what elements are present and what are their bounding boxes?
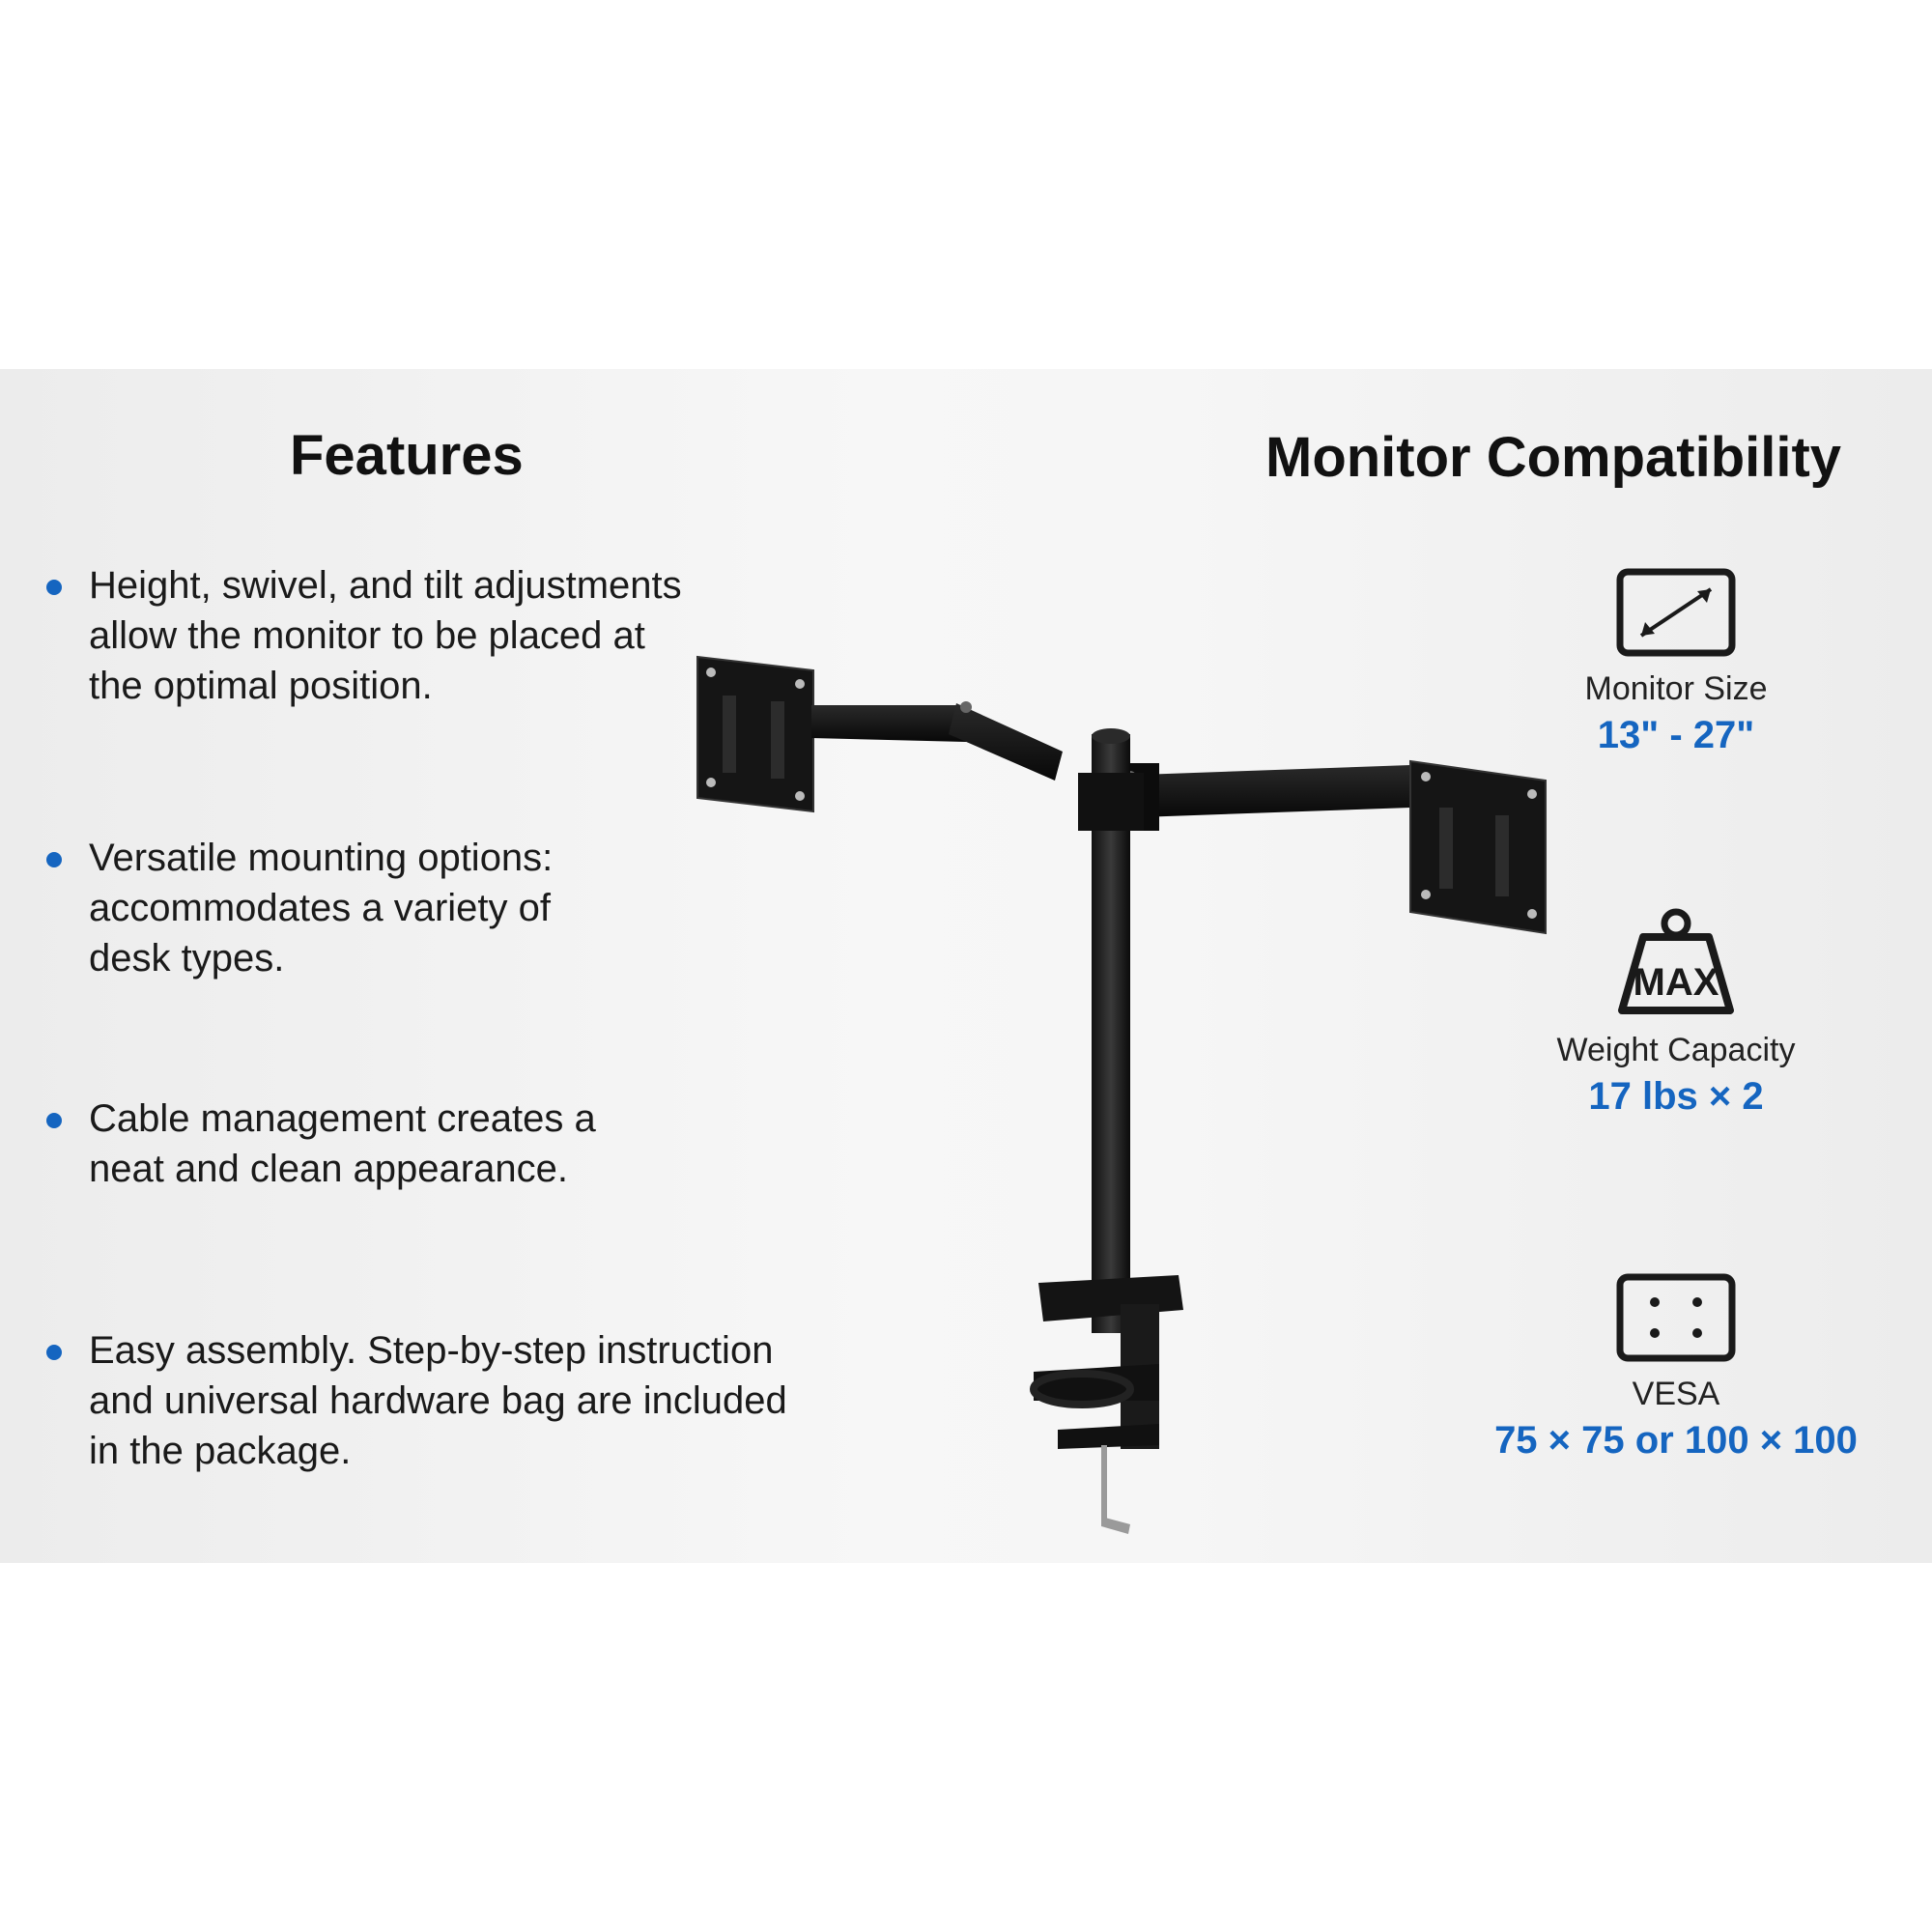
right-vesa-plate — [1409, 759, 1547, 935]
desk-clamp — [1030, 1275, 1183, 1534]
spec-value: 17 lbs × 2 — [1588, 1075, 1764, 1118]
spec-value: 75 × 75 or 100 × 100 — [1494, 1419, 1858, 1462]
spec-label: Weight Capacity — [1556, 1032, 1796, 1068]
spec-value: 13" - 27" — [1597, 714, 1755, 756]
spec-weight-capacity: MAX Weight Capacity 17 lbs × 2 — [1478, 906, 1874, 1119]
compatibility-heading: Monitor Compatibility — [1265, 426, 1842, 489]
feature-panel — [0, 369, 1932, 1563]
feature-item: Versatile mounting options: accommodates… — [46, 833, 553, 983]
dual-monitor-arm-image — [696, 655, 1547, 1534]
feature-item: Cable management creates a neat and clea… — [46, 1094, 596, 1194]
feature-text: Easy assembly. Step-by-step instruction … — [89, 1329, 787, 1472]
right-arm — [1101, 763, 1410, 831]
feature-text: Cable management creates a neat and clea… — [89, 1097, 596, 1190]
left-vesa-plate — [696, 655, 814, 813]
max-weight-icon: MAX — [1618, 908, 1734, 1014]
feature-item: Height, swivel, and tilt adjustments all… — [46, 560, 682, 711]
feature-text: Height, swivel, and tilt adjustments all… — [89, 564, 682, 707]
spec-label: VESA — [1632, 1376, 1720, 1412]
pole — [1078, 728, 1144, 1333]
features-heading: Features — [290, 424, 524, 487]
max-weight-icon-text: MAX — [1634, 961, 1719, 1004]
spec-label: Monitor Size — [1584, 670, 1768, 707]
spec-vesa: VESA 75 × 75 or 100 × 100 — [1478, 1273, 1874, 1463]
feature-text: Versatile mounting options: accommodates… — [89, 837, 554, 980]
vesa-pattern-icon — [1616, 1273, 1736, 1362]
bullet-icon — [46, 580, 62, 595]
spec-monitor-size: Monitor Size 13" - 27" — [1478, 568, 1874, 757]
bullet-icon — [46, 1113, 62, 1128]
monitor-size-icon — [1616, 568, 1736, 657]
bullet-icon — [46, 1345, 62, 1360]
bullet-icon — [46, 852, 62, 867]
left-arm — [811, 701, 1063, 781]
feature-item: Easy assembly. Step-by-step instruction … — [46, 1325, 787, 1476]
